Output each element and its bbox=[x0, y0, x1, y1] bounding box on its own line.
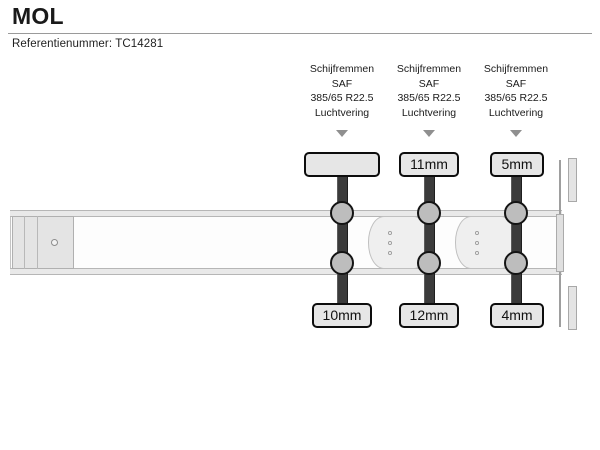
axle-tyre-size-1: 385/65 R22.5 bbox=[310, 92, 374, 104]
axle-tyre-size-3: 385/65 R22.5 bbox=[484, 92, 548, 104]
axle-brakes-3: Schijfremmen bbox=[483, 63, 549, 75]
wheel-hub-top-3 bbox=[504, 201, 528, 225]
axle-brakes-1: Schijfremmen bbox=[309, 63, 375, 75]
front-rib bbox=[24, 216, 25, 269]
rear-bumper-tab bbox=[568, 158, 577, 202]
axle-suspension-3: Luchtvering bbox=[488, 106, 544, 119]
page-title: MOL bbox=[12, 3, 64, 29]
tread-depth-top-3: 5mm bbox=[490, 152, 544, 177]
kingpin-plate bbox=[12, 216, 74, 269]
kingpin-icon bbox=[51, 239, 58, 246]
hanger-bolt-hole bbox=[475, 231, 479, 235]
hanger-bolt-hole bbox=[388, 241, 392, 245]
header-divider bbox=[8, 33, 592, 34]
axle-suspension-2: Luchtvering bbox=[401, 106, 457, 119]
wheel-hub-bottom-2 bbox=[417, 251, 441, 275]
front-rib bbox=[37, 216, 38, 269]
wheel-hub-bottom-1 bbox=[330, 251, 354, 275]
rear-bumper-stem bbox=[559, 160, 561, 215]
axle-tyre-size-2: 385/65 R22.5 bbox=[397, 92, 461, 104]
axle-make-2: SAF bbox=[418, 77, 440, 90]
rear-frame-post bbox=[556, 214, 564, 272]
tread-depth-bottom-2: 12mm bbox=[399, 303, 459, 328]
tread-depth-top-2: 11mm bbox=[399, 152, 459, 177]
rear-bumper-stem bbox=[559, 271, 561, 327]
wheel-hub-top-1 bbox=[330, 201, 354, 225]
axle-spec-3: Schijfremmen SAF 385/65 R22.5 Luchtverin… bbox=[469, 62, 563, 120]
chassis-rail-bottom bbox=[10, 268, 562, 275]
wheel-hub-bottom-3 bbox=[504, 251, 528, 275]
axle-spec-1: Schijfremmen SAF 385/65 R22.5 Luchtverin… bbox=[295, 62, 389, 120]
axle-make-3: SAF bbox=[505, 77, 527, 90]
rear-bumper-tab bbox=[568, 286, 577, 330]
tread-depth-bottom-3: 4mm bbox=[490, 303, 544, 328]
hanger-bolt-hole bbox=[388, 231, 392, 235]
caret-down-icon bbox=[510, 130, 522, 137]
axle-suspension-1: Luchtvering bbox=[314, 106, 370, 119]
reference-number: Referentienummer: TC14281 bbox=[12, 38, 164, 50]
hanger-bolt-hole bbox=[475, 241, 479, 245]
axle-2 bbox=[424, 172, 435, 314]
tread-depth-top-1 bbox=[304, 152, 380, 177]
axle-3 bbox=[511, 172, 522, 314]
hanger-bolt-hole bbox=[388, 251, 392, 255]
wheel-hub-top-2 bbox=[417, 201, 441, 225]
axle-brakes-2: Schijfremmen bbox=[396, 63, 462, 75]
chassis-rail-top bbox=[10, 210, 562, 217]
axle-spec-2: Schijfremmen SAF 385/65 R22.5 Luchtverin… bbox=[382, 62, 476, 120]
tread-depth-bottom-1: 10mm bbox=[312, 303, 372, 328]
axle-make-1: SAF bbox=[331, 77, 353, 90]
page-header: MOL bbox=[0, 0, 600, 33]
hanger-bolt-hole bbox=[475, 251, 479, 255]
caret-down-icon bbox=[336, 130, 348, 137]
axle-1 bbox=[337, 172, 348, 314]
caret-down-icon bbox=[423, 130, 435, 137]
